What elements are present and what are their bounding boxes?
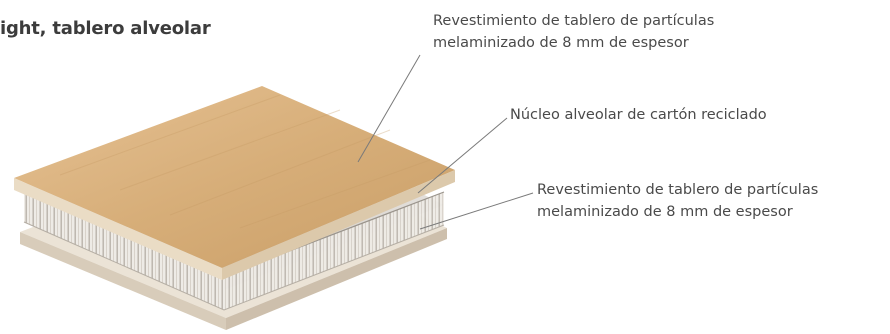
label-core: Núcleo alveolar de cartón reciclado <box>510 104 767 126</box>
label-top-layer: Revestimiento de tablero de partículas m… <box>433 10 714 54</box>
diagram-title: ight, tablero alveolar <box>0 18 211 39</box>
label-top-layer-line2: melaminizado de 8 mm de espesor <box>433 35 689 51</box>
leader-line-top-layer <box>357 54 421 163</box>
label-bottom-layer-line2: melaminizado de 8 mm de espesor <box>537 204 793 220</box>
top-layer-board <box>14 86 455 280</box>
label-core-line1: Núcleo alveolar de cartón reciclado <box>510 107 767 123</box>
leader-line-core <box>417 117 508 194</box>
label-bottom-layer: Revestimiento de tablero de partículas m… <box>537 179 818 223</box>
label-top-layer-line1: Revestimiento de tablero de partículas <box>433 13 715 29</box>
label-bottom-layer-line1: Revestimiento de tablero de partículas <box>537 182 819 198</box>
leader-line-bottom-layer <box>419 192 534 230</box>
